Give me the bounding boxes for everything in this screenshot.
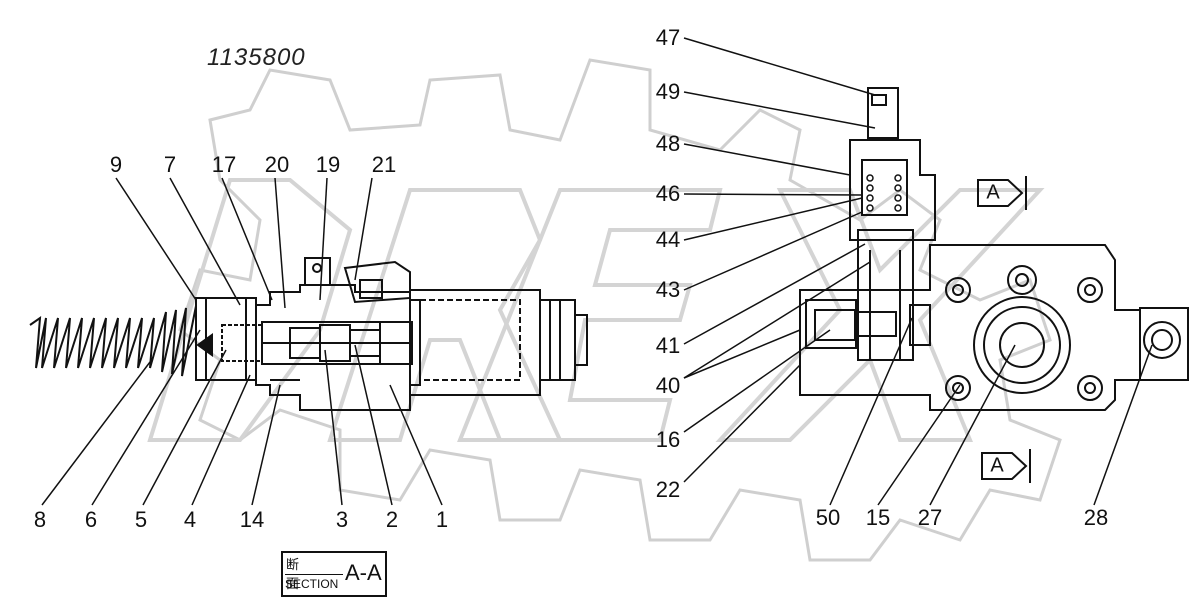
callout-22[interactable]: 22 xyxy=(655,477,681,502)
callout-2[interactable]: 2 xyxy=(385,507,399,532)
view-marker-bottom: A xyxy=(990,454,1004,477)
callout-15[interactable]: 15 xyxy=(865,505,891,530)
callout-41[interactable]: 41 xyxy=(655,333,681,358)
callout-40[interactable]: 40 xyxy=(655,373,681,398)
callout-28[interactable]: 28 xyxy=(1083,505,1109,530)
section-letters: A-A xyxy=(345,560,382,585)
callout-20[interactable]: 20 xyxy=(264,152,290,177)
end-cap xyxy=(195,297,263,381)
callout-44[interactable]: 44 xyxy=(655,227,681,252)
callout-4[interactable]: 4 xyxy=(183,507,197,532)
callout-7[interactable]: 7 xyxy=(163,152,177,177)
callout-47[interactable]: 47 xyxy=(655,25,681,50)
callout-27[interactable]: 27 xyxy=(917,505,943,530)
watermark-logo xyxy=(147,178,1045,442)
callout-16[interactable]: 16 xyxy=(655,427,681,452)
callout-6[interactable]: 6 xyxy=(84,507,98,532)
view-marker-arrows xyxy=(977,176,1031,483)
callout-9[interactable]: 9 xyxy=(109,152,123,177)
callout-49[interactable]: 49 xyxy=(655,79,681,104)
callout-8[interactable]: 8 xyxy=(33,507,47,532)
callout-19[interactable]: 19 xyxy=(315,152,341,177)
watermark-gear xyxy=(178,58,1062,562)
view-marker-top: A xyxy=(986,181,1000,204)
cartridge xyxy=(849,87,936,361)
callout-43[interactable]: 43 xyxy=(655,277,681,302)
solenoid xyxy=(409,289,588,396)
callout-3[interactable]: 3 xyxy=(335,507,349,532)
callout-50[interactable]: 50 xyxy=(815,505,841,530)
drawing-number: 1135800 xyxy=(207,44,306,71)
section-label: 断 面 SECTION A-A xyxy=(281,551,387,597)
callout-14[interactable]: 14 xyxy=(239,507,265,532)
valve-body xyxy=(255,257,421,411)
section-divider xyxy=(285,574,343,575)
callout-5[interactable]: 5 xyxy=(134,507,148,532)
callout-1[interactable]: 1 xyxy=(435,507,449,532)
coil-spring xyxy=(29,305,197,377)
section-word: SECTION xyxy=(285,577,339,591)
callout-46[interactable]: 46 xyxy=(655,181,681,206)
section-kanji: 断 面 xyxy=(286,558,314,592)
leader-lines xyxy=(41,37,1153,506)
callout-17[interactable]: 17 xyxy=(211,152,237,177)
callout-21[interactable]: 21 xyxy=(371,152,397,177)
callout-48[interactable]: 48 xyxy=(655,131,681,156)
